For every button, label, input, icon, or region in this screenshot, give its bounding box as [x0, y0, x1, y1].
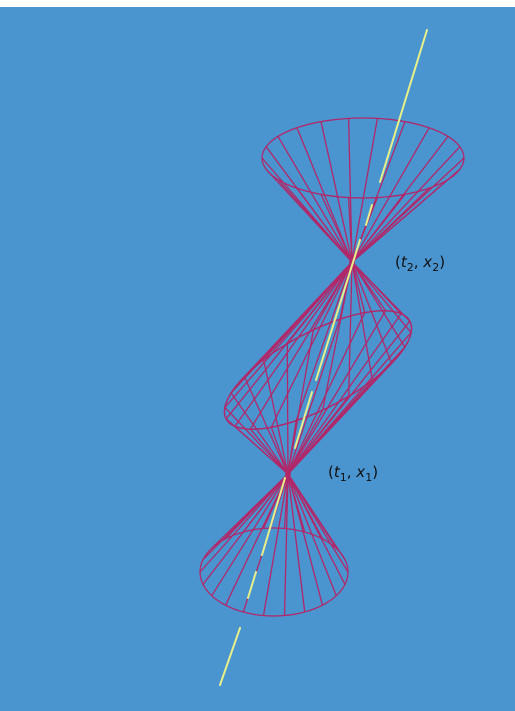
worldline-segment [365, 204, 373, 226]
event-1-label: (t1, x1) [328, 463, 379, 484]
future-cone-2 [261, 117, 465, 263]
future-cone-2-generator [351, 127, 430, 263]
tilted-cone-lower-generator [287, 313, 402, 475]
worldline-segment [379, 29, 428, 183]
past-cone-1-generator [287, 473, 324, 540]
future-cone-2-generator [277, 136, 353, 263]
tilted-cone-lower-rim [223, 310, 413, 430]
future-cone-2-generator [347, 118, 353, 263]
tilted-cone-upper-generator [234, 261, 353, 427]
past-cone-1-generator [287, 473, 306, 533]
tilted-cone-upper-generator [351, 261, 387, 312]
tilted-cone-lower-generator [287, 312, 366, 475]
worldline-segment [315, 239, 361, 381]
tilted-cone-lower-generator [243, 376, 289, 475]
past-cone-1-generator [283, 473, 289, 529]
tilted-cone-upper-generator [263, 261, 353, 361]
past-cone-1-rim [199, 527, 349, 617]
past-cone-1-generator [287, 473, 306, 613]
worldline-segment [219, 627, 241, 686]
past-cone-1-generator [287, 473, 337, 597]
future-cone-2-generator [320, 121, 353, 263]
future-cone-2-generator [261, 157, 353, 263]
tilted-cone-lower-generator [230, 392, 289, 475]
tilted-cone-lower [223, 310, 413, 475]
tilted-cone-upper-generator [351, 261, 406, 348]
tilted-cone-upper-generator [312, 261, 353, 331]
tilted-cone-lower-generator [224, 406, 289, 475]
tilted-cone-hidden-rim [223, 310, 413, 430]
tilted-cone-upper-generator [351, 261, 402, 315]
tilted-cone-upper-generator [351, 261, 412, 334]
past-cone-1-generator [199, 473, 289, 573]
diagram-background [0, 7, 515, 711]
tilted-cone-lower-generator [287, 318, 341, 475]
past-cone-1-generator [283, 473, 289, 616]
past-cone-1-generator [287, 473, 346, 560]
worldline-segment [261, 477, 286, 556]
worldline-segment [247, 571, 257, 599]
past-cone-1-generator [262, 473, 289, 616]
past-cone-1 [199, 473, 349, 617]
tilted-cone-upper-generator [351, 261, 393, 364]
worldline-segment [294, 391, 313, 449]
tilted-cone-upper-generator [286, 261, 353, 345]
event-2-label: (t2, x2) [395, 253, 446, 274]
tilted-cone-lower-generator [287, 329, 315, 475]
past-cone-1-generator [225, 473, 289, 540]
event-1-point [285, 471, 291, 477]
tilted-cone-lower-generator [262, 359, 289, 475]
tilted-cone-lower-generator [225, 418, 289, 475]
future-cone-2-generator [351, 146, 461, 263]
tilted-cone-upper-generator [295, 261, 353, 422]
tilted-cone-upper-generator [348, 261, 353, 397]
tilted-cone-upper-generator [270, 261, 353, 428]
tilted-cone-upper-generator [351, 261, 374, 381]
future-cone-2-generator [351, 121, 406, 263]
future-cone-2-generator [351, 136, 449, 263]
tilted-cone-lower-generator [287, 379, 373, 475]
future-cone-2-generator [296, 127, 353, 263]
future-cone-2-generator [351, 179, 449, 263]
tilted-cone-lower-generator [287, 395, 350, 475]
future-cone-2-generator [265, 146, 353, 263]
past-cone-1-generator [242, 473, 289, 533]
past-cone-1-generator [211, 473, 289, 597]
tilted-cone-lower-generator [287, 310, 387, 475]
future-cone-2-generator [265, 168, 353, 263]
tilted-cone-lower-generator [286, 343, 289, 475]
future-cone-2-generator [351, 118, 379, 263]
tilted-cone-upper-generator [351, 261, 366, 313]
future-cone-2-generator [351, 187, 430, 263]
tilted-cone-upper-generator [249, 261, 353, 430]
